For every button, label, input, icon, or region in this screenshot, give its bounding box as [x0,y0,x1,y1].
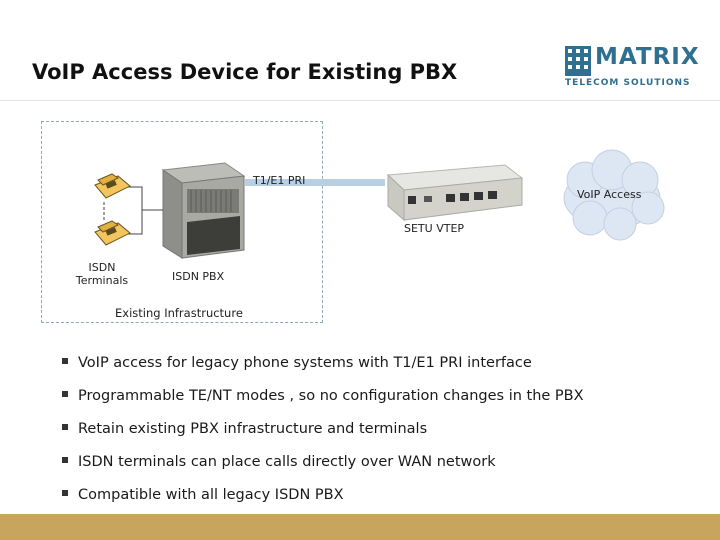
pri-link-line [245,179,385,186]
isdn-terminals-label: ISDN Terminals [75,261,129,287]
isdn-pbx-cabinet-icon [161,162,246,259]
list-item: Retain existing PBX infrastructure and t… [62,418,584,451]
slide-title: VoIP Access Device for Existing PBX [32,60,458,84]
list-item: Programmable TE/NT modes , so no configu… [62,385,584,418]
bullet-square-icon [62,490,68,496]
existing-infrastructure-box [41,121,323,323]
bullet-square-icon [62,391,68,397]
cloud-icon [563,149,665,241]
logo-tagline: TELECOM SOLUTIONS [565,78,691,88]
terminal-connection-lines [103,186,163,235]
logo-brand: MATRIX [595,44,700,70]
isdn-phone-icon-top [94,173,131,199]
title-divider [0,100,720,101]
setu-vtep-device-icon [386,164,524,222]
logo-grid-icon [565,46,591,76]
feature-bullet-list: VoIP access for legacy phone systems wit… [62,352,584,517]
pri-link-label: T1/E1 PRI [253,174,306,187]
isdn-phone-icon-bottom [94,220,131,246]
list-item: Compatible with all legacy ISDN PBX [62,484,584,517]
setu-vtep-label: SETU VTEP [404,222,465,235]
bullet-square-icon [62,424,68,430]
isdn-pbx-label: ISDN PBX [172,270,225,283]
matrix-logo: MATRIX TELECOM SOLUTIONS [565,44,699,92]
bullet-square-icon [62,358,68,364]
bullet-square-icon [62,457,68,463]
list-item: VoIP access for legacy phone systems wit… [62,352,584,385]
footer-band [0,514,720,540]
existing-infrastructure-label: Existing Infrastructure [115,306,243,320]
list-item: ISDN terminals can place calls directly … [62,451,584,484]
network-diagram [94,149,665,259]
cloud-label: VoIP Access [577,188,642,201]
